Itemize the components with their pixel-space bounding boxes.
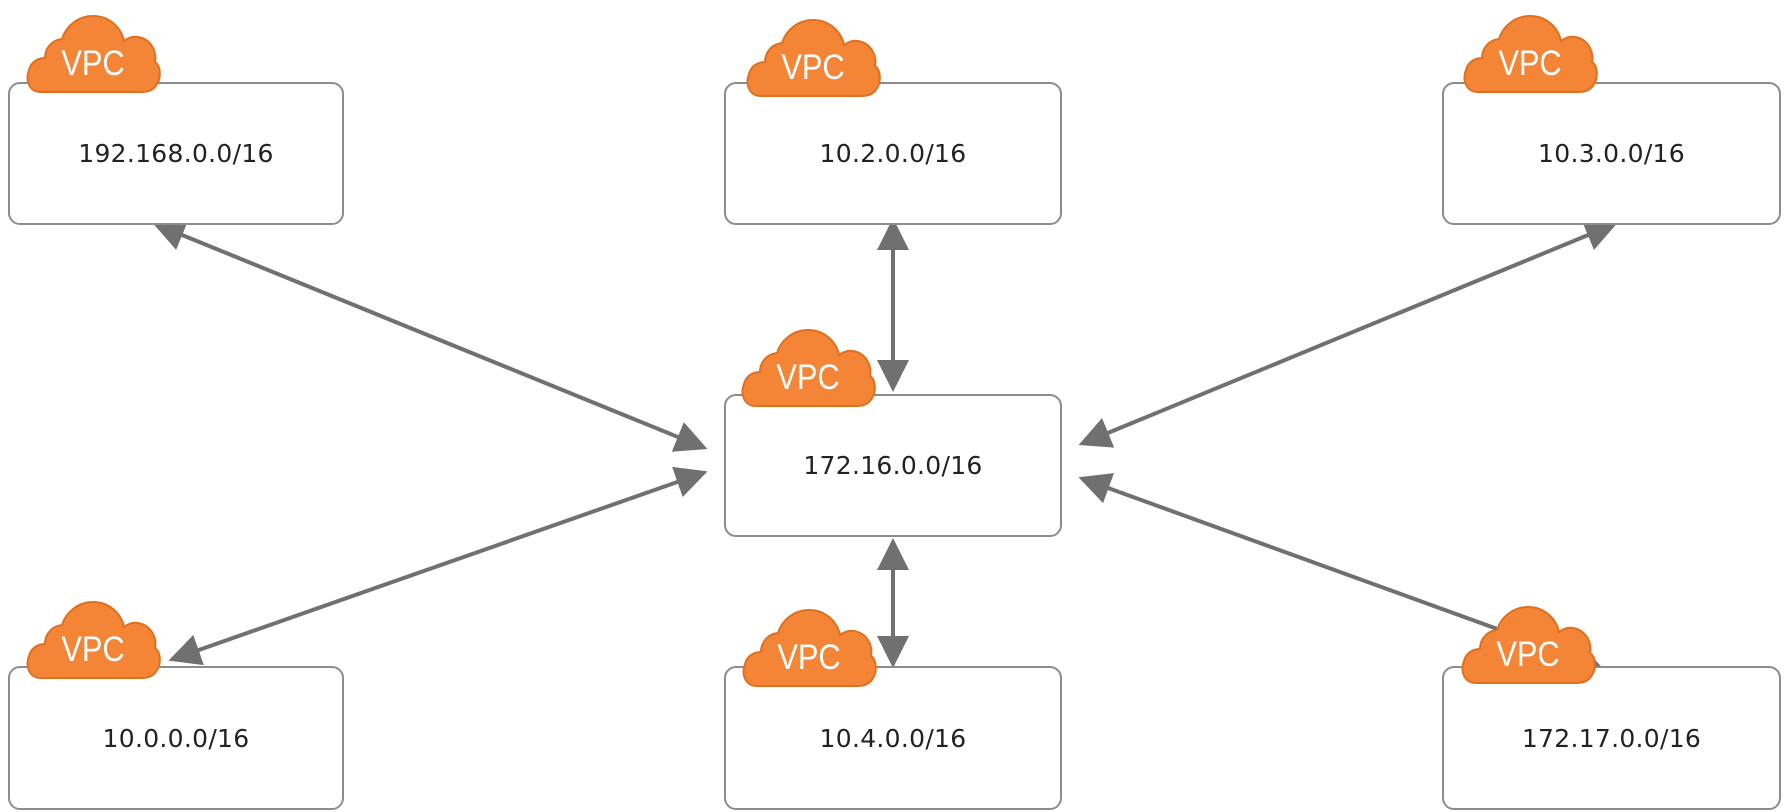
vpc-box-bottom-right: 172.17.0.0/16 <box>1442 666 1781 810</box>
vpc-cidr-label: 10.2.0.0/16 <box>819 139 967 168</box>
vpc-cidr-label: 172.17.0.0/16 <box>1521 723 1702 753</box>
vpc-box-top-right: 10.3.0.0/16 <box>1442 82 1781 225</box>
vpc-box-bottom-left: 10.0.0.0/16 <box>8 666 344 810</box>
vpc-cloud-icon: VPC <box>1462 12 1598 98</box>
vpc-cloud-icon: VPC <box>25 598 161 684</box>
peering-arrow-top-left <box>152 220 708 452</box>
vpc-cidr-label: 10.0.0.0/16 <box>102 723 250 753</box>
vpc-cloud-label: VPC <box>1498 44 1562 83</box>
vpc-box-top-middle: 10.2.0.0/16 <box>724 82 1062 225</box>
vpc-cidr-label: 10.4.0.0/16 <box>819 723 967 753</box>
vpc-cidr-label: 172.16.0.0/16 <box>803 451 983 480</box>
vpc-cloud-label: VPC <box>61 630 125 669</box>
vpc-cloud-label: VPC <box>776 358 840 397</box>
vpc-cloud-label: VPC <box>777 638 841 677</box>
vpc-box-bottom-middle: 10.4.0.0/16 <box>724 666 1062 810</box>
vpc-cidr-label: 10.3.0.0/16 <box>1538 139 1685 168</box>
vpc-box-top-left: 192.168.0.0/16 <box>8 82 344 225</box>
vpc-cloud-icon: VPC <box>741 606 877 692</box>
peering-arrow-bottom-left <box>168 466 708 666</box>
vpc-cloud-icon: VPC <box>1460 603 1596 689</box>
vpc-cloud-label: VPC <box>1496 635 1560 674</box>
vpc-cidr-label: 192.168.0.0/16 <box>78 139 274 168</box>
vpc-cloud-label: VPC <box>61 44 125 83</box>
vpc-cloud-icon: VPC <box>745 16 881 102</box>
vpc-cloud-label: VPC <box>781 48 845 87</box>
vpc-box-hub: 172.16.0.0/16 <box>724 394 1062 537</box>
vpc-cloud-icon: VPC <box>740 326 876 412</box>
vpc-cloud-icon: VPC <box>25 12 161 98</box>
peering-arrow-top-right <box>1078 220 1618 448</box>
